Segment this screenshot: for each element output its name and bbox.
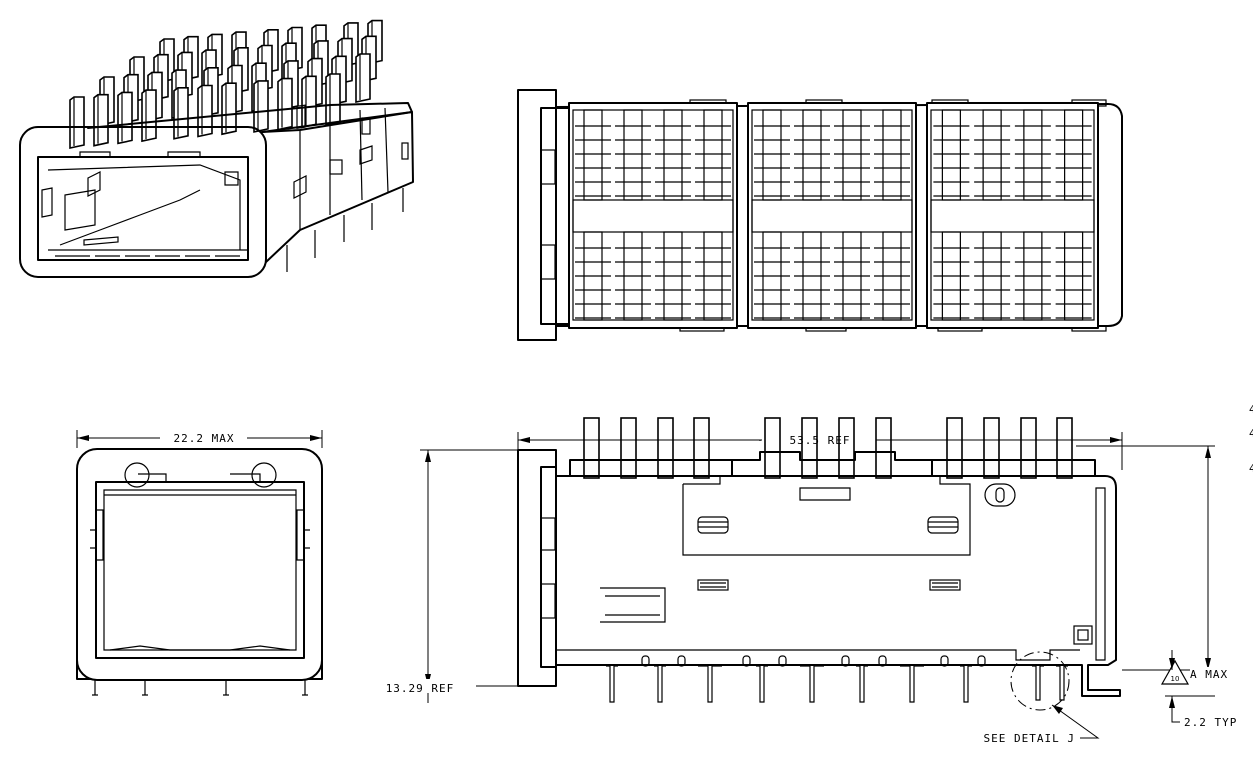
side-pin xyxy=(800,665,824,703)
side-pin-stub xyxy=(977,655,986,667)
iso-fin xyxy=(277,77,293,131)
dimension-53-5: 53.5 REF xyxy=(517,432,1123,470)
isometric-view xyxy=(19,19,414,278)
iso-fin xyxy=(141,89,157,143)
edge-mark-2: 4 xyxy=(1249,427,1253,440)
side-fin xyxy=(1020,417,1037,479)
iso-fin xyxy=(253,80,269,133)
side-fin xyxy=(875,417,892,479)
edge-mark-1: 4 xyxy=(1249,403,1253,416)
side-view-window xyxy=(682,476,971,556)
side-pin xyxy=(856,665,868,703)
dimension-2-2: 2.2 TYP xyxy=(1169,650,1237,729)
iso-cage-top xyxy=(87,102,413,133)
iso-heatsink-fins xyxy=(69,19,383,149)
side-pin-stub xyxy=(641,655,650,667)
side-pin-stub xyxy=(778,655,787,667)
detail-j-circle xyxy=(1010,651,1070,711)
side-fin xyxy=(693,417,710,479)
side-pin-stub xyxy=(677,655,686,667)
iso-fin xyxy=(301,75,317,129)
dim-width-label: 22.2 MAX xyxy=(174,432,235,445)
dimension-a-max: 10 A MAX xyxy=(1076,445,1235,697)
front-view-circle-left xyxy=(124,462,150,488)
side-pin-stub xyxy=(841,655,850,667)
front-view xyxy=(76,448,323,696)
side-fin xyxy=(764,417,781,479)
iso-fin xyxy=(93,93,109,147)
side-pin xyxy=(654,665,666,703)
iso-cage-side xyxy=(261,111,414,263)
edge-marks: 4 4 4 xyxy=(1249,403,1253,475)
side-fin xyxy=(657,417,674,479)
dim-height-label: 13.29 REF xyxy=(386,682,455,695)
side-view-pins xyxy=(606,655,1068,703)
side-view-heatsink-fins xyxy=(583,417,1073,479)
iso-fin xyxy=(69,96,85,149)
see-detail-label: SEE DETAIL J xyxy=(984,732,1075,745)
iso-fin xyxy=(325,73,341,126)
top-view-block xyxy=(568,102,738,329)
iso-fin xyxy=(173,87,189,140)
side-view xyxy=(517,417,1121,703)
side-pin-stub xyxy=(742,655,751,667)
dim-length-label: 53.5 REF xyxy=(790,434,851,447)
side-view-front-flange xyxy=(517,449,557,687)
side-fin xyxy=(983,417,1000,479)
note-flag-triangle xyxy=(1160,659,1190,685)
side-pin xyxy=(900,665,924,703)
dim-pin-label: 2.2 TYP xyxy=(1184,716,1237,729)
top-view-cage-outline xyxy=(555,103,1123,327)
edge-mark-3: 4 xyxy=(1249,462,1253,475)
side-fin xyxy=(1056,417,1073,479)
iso-fin xyxy=(355,53,371,103)
side-view-cage-body xyxy=(555,475,1121,697)
iso-front-opening xyxy=(37,156,249,261)
iso-fin xyxy=(117,91,133,145)
side-fin xyxy=(583,417,600,479)
side-pin-stub xyxy=(878,655,887,667)
dimension-22-2: 22.2 MAX xyxy=(76,430,323,448)
top-view-block xyxy=(926,102,1099,329)
side-fin xyxy=(801,417,818,479)
detail-callout: SEE DETAIL J xyxy=(984,651,1100,745)
side-pin xyxy=(1032,665,1044,701)
front-view-opening xyxy=(95,481,305,659)
top-view-fin-blocks xyxy=(568,102,1099,329)
iso-front-bezel xyxy=(19,126,267,278)
side-fin xyxy=(946,417,963,479)
iso-fin xyxy=(221,82,237,136)
side-pin xyxy=(1056,665,1068,701)
dim-a-max-label: A MAX xyxy=(1190,668,1228,681)
side-pin xyxy=(960,665,972,703)
dimension-13-29: 13.29 REF xyxy=(380,449,518,703)
note-flag-number: 10 xyxy=(1171,675,1180,683)
side-fin xyxy=(838,417,855,479)
side-pin-stub xyxy=(940,655,949,667)
side-pin xyxy=(606,665,618,703)
iso-fin xyxy=(197,84,213,138)
top-view-block xyxy=(747,102,917,329)
side-pin xyxy=(756,665,768,703)
side-fin xyxy=(620,417,637,479)
top-view xyxy=(517,89,1123,341)
front-view-circle-right xyxy=(251,462,277,488)
top-view-front-flange xyxy=(517,89,557,341)
side-pin xyxy=(698,665,722,703)
